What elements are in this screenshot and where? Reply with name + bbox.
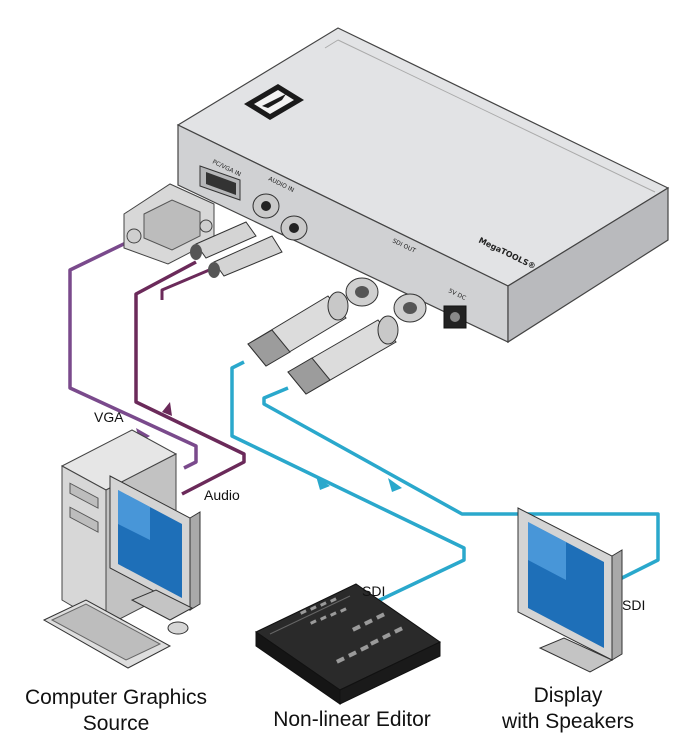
vga-in-port [199, 165, 241, 201]
editor-control-surface [300, 597, 403, 664]
sdi-display-label: SDI [622, 597, 645, 613]
sdi-editor-label: SDI [362, 583, 385, 599]
audio-direction-arrow [162, 402, 172, 416]
display-label-line2: with Speakers [501, 710, 634, 733]
display-with-speakers [517, 507, 623, 673]
audio-in-port-right [280, 215, 308, 241]
dc-power-port [443, 305, 467, 329]
display-label-line1: Display [534, 684, 603, 707]
editor-label: Non-linear Editor [273, 708, 431, 731]
sdi-editor-direction-arrow [316, 476, 330, 490]
source-label-line2: Source [83, 712, 150, 735]
audio-label: Audio [204, 487, 240, 503]
sdi-out-port-1 [345, 277, 379, 307]
pc-monitor [109, 475, 201, 621]
audio-plug-right [208, 235, 283, 278]
sdi-display-direction-arrow [388, 478, 402, 492]
sdi-out-port-2 [393, 293, 427, 323]
audio-in-port-left [252, 193, 280, 219]
audio-cable [134, 260, 246, 496]
computer-graphics-source [42, 429, 201, 669]
pc-mouse [167, 621, 189, 635]
pc-keyboard [42, 599, 172, 669]
vga-plug [123, 183, 215, 265]
audio-plug-left [190, 221, 257, 260]
audio-cable-branch [160, 266, 215, 300]
vga-label: VGA [94, 409, 124, 425]
brand-logo [244, 84, 304, 120]
vga-cable [68, 238, 198, 470]
sdi-plug-2 [287, 315, 399, 395]
sdi-cable-editor [230, 360, 466, 618]
sdi-cable-display [262, 386, 660, 582]
source-label-line1: Computer Graphics [25, 686, 207, 709]
non-linear-editor [255, 583, 441, 705]
sdi-plug-1 [247, 291, 349, 367]
converter-unit: MegaTOOLS® PC/VGA IN AUDIO IN SDI OUT 5V… [176, 27, 670, 344]
